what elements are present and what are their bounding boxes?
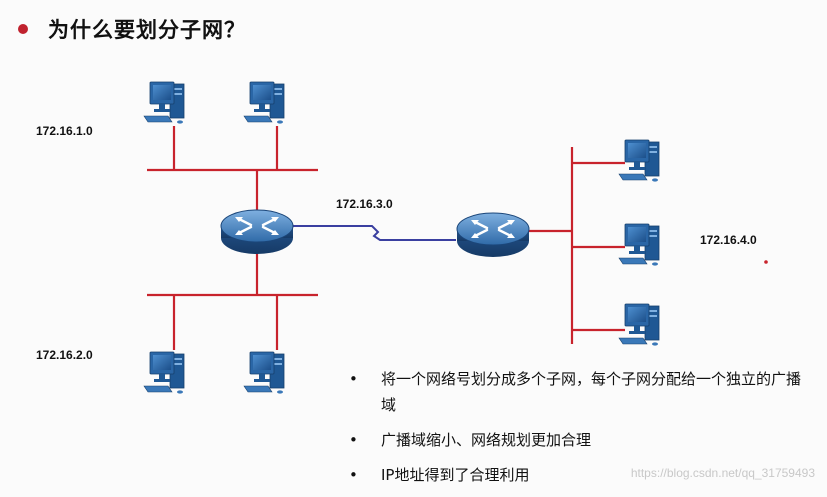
network-label-3: 172.16.3.0 (336, 197, 393, 211)
router-icon-right (455, 211, 531, 259)
computer-icon (143, 81, 185, 125)
bullet-item: IP地址得到了合理利用 (345, 462, 815, 488)
router-icon-left (219, 208, 295, 256)
lan-segment-2 (147, 250, 318, 350)
computer-icon (618, 223, 660, 267)
bullet-item: 广播域缩小、网络规划更加合理 (345, 427, 815, 453)
computer-icon (618, 139, 660, 183)
slide-title: 为什么要划分子网？ (48, 18, 246, 42)
bullet-item: 将一个网络号划分成多个子网，每个子网分配给一个独立的广播域 (345, 366, 815, 418)
bullet-list: 将一个网络号划分成多个子网，每个子网分配给一个独立的广播域 广播域缩小、网络规划… (345, 366, 815, 497)
computer-icon (243, 351, 285, 395)
network-label-4: 172.16.4.0 (700, 233, 757, 247)
wan-link (292, 225, 456, 241)
lan-segment-1 (147, 126, 318, 210)
computer-icon (243, 81, 285, 125)
title-bullet (18, 24, 28, 34)
cursor-dot (764, 260, 768, 264)
lan-segment-4 (528, 147, 625, 344)
watermark: https://blog.csdn.net/qq_31759493 (630, 466, 815, 480)
computer-icon (143, 351, 185, 395)
network-label-2: 172.16.2.0 (36, 348, 93, 362)
slide-title-row: 为什么要划分子网？ (18, 14, 246, 44)
network-label-1: 172.16.1.0 (36, 124, 93, 138)
computer-icon (618, 303, 660, 347)
